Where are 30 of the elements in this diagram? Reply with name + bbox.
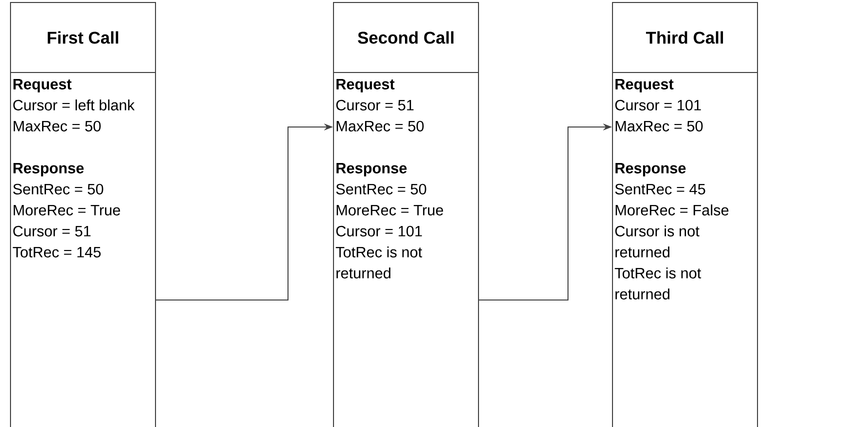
field-text: MaxRec = 50 bbox=[336, 120, 424, 132]
title-box: Second Call bbox=[333, 2, 479, 73]
section-heading: Response bbox=[616, 163, 686, 176]
field-text: MoreRec = False bbox=[616, 204, 728, 216]
section-heading: Response bbox=[14, 163, 84, 176]
field-text: Cursor is not returned bbox=[615, 225, 700, 258]
field-text: SentRec = 45 bbox=[615, 184, 706, 194]
field-text: SentRec = 50 bbox=[336, 184, 426, 194]
detail-box bbox=[333, 72, 479, 427]
field-text: Cursor = left blank bbox=[13, 99, 135, 110]
field-text: TotRec = 145 bbox=[12, 247, 101, 258]
field-text: TotRec is not returned bbox=[614, 267, 702, 300]
section-heading: Response bbox=[336, 163, 407, 176]
title-box: Third Call bbox=[612, 2, 758, 73]
field-text: Cursor = 101 bbox=[615, 100, 701, 110]
field-text: MoreRec = True bbox=[14, 205, 120, 216]
detail-box bbox=[10, 72, 156, 427]
field-text: MoreRec = True bbox=[336, 205, 444, 216]
section-heading: Request bbox=[14, 79, 72, 92]
section-heading: Request bbox=[336, 79, 394, 92]
field-text: MaxRec = 50 bbox=[14, 120, 101, 132]
title-box: First Call bbox=[10, 2, 156, 73]
field-text: MaxRec = 50 bbox=[616, 120, 703, 132]
field-text: SentRec = 50 bbox=[13, 184, 104, 194]
field-text: Cursor = 51 bbox=[13, 226, 91, 236]
field-text: TotRec is not returned bbox=[336, 246, 422, 278]
detail-box bbox=[612, 72, 758, 427]
field-text: Cursor = 101 bbox=[336, 226, 422, 236]
section-heading: Request bbox=[616, 79, 674, 92]
field-text: Cursor = 51 bbox=[336, 100, 414, 110]
